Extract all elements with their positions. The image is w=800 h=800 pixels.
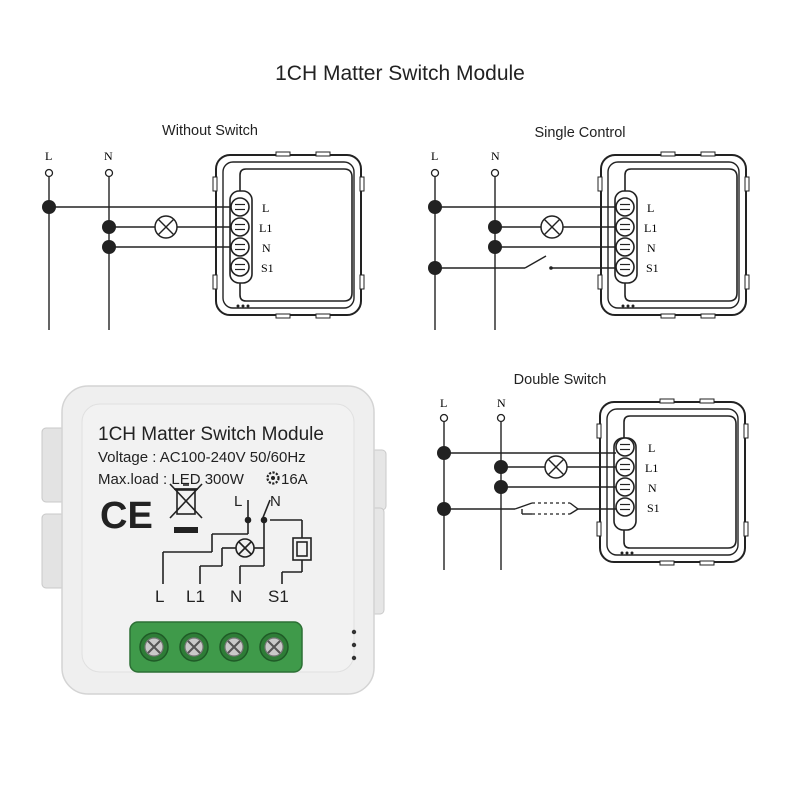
terminal-label-l1: L1 [259, 221, 272, 235]
led-indicator [351, 629, 357, 635]
device-maxload: Max.load : LED 300W [98, 471, 245, 488]
device-terminal-label-l1: L1 [186, 587, 205, 606]
without-switch-title: Without Switch [162, 123, 258, 139]
live-label: L [431, 149, 438, 163]
device-voltage: Voltage : AC100-240V 50/60Hz [98, 449, 306, 466]
crossed-bin-icon [169, 483, 203, 533]
led-indicator [351, 655, 357, 661]
neutral-label: N [491, 149, 500, 163]
double-switch-diagram: L L1 N S1 L N [437, 396, 749, 570]
single-control-title: Single Control [534, 125, 626, 141]
gear-icon [266, 471, 280, 485]
page-title: 1CH Matter Switch Module [275, 62, 525, 85]
without-switch-diagram: L L1 N S1 L N [42, 149, 365, 330]
terminal-block [129, 621, 303, 673]
terminal-label-s1: S1 [647, 501, 660, 515]
neutral-label: N [104, 149, 113, 163]
terminal-label-l: L [262, 201, 269, 215]
terminal-label-l: L [647, 201, 654, 215]
terminal-label-n: N [648, 481, 657, 495]
device-terminal-label-n: N [230, 587, 242, 606]
terminal-screw [179, 632, 209, 662]
terminal-label-n: N [647, 241, 656, 255]
live-label: L [45, 149, 52, 163]
single-control-diagram: L L1 N S1 L N [428, 149, 750, 330]
terminal-label-s1: S1 [261, 261, 274, 275]
device-maxload-current: 16A [281, 471, 308, 488]
terminal-screw [139, 632, 169, 662]
schematic-l-label: L [234, 493, 242, 510]
ce-mark: CE [100, 495, 153, 537]
terminal-label-n: N [262, 241, 271, 255]
device-terminal-label-s1: S1 [268, 587, 289, 606]
terminal-label-l: L [648, 441, 655, 455]
terminal-screw [259, 632, 289, 662]
terminal-label-s1: S1 [646, 261, 659, 275]
terminal-label-l1: L1 [644, 221, 657, 235]
device-module-photo: 1CH Matter Switch Module Voltage : AC100… [41, 385, 387, 695]
device-schematic [162, 499, 312, 584]
schematic-n-label: N [270, 493, 281, 510]
led-indicator [351, 642, 357, 648]
live-label: L [440, 396, 447, 410]
device-terminal-label-l: L [155, 587, 164, 606]
device-title: 1CH Matter Switch Module [98, 424, 324, 445]
double-switch-title: Double Switch [513, 372, 607, 388]
terminal-screw [219, 632, 249, 662]
neutral-label: N [497, 396, 506, 410]
terminal-label-l1: L1 [645, 461, 658, 475]
